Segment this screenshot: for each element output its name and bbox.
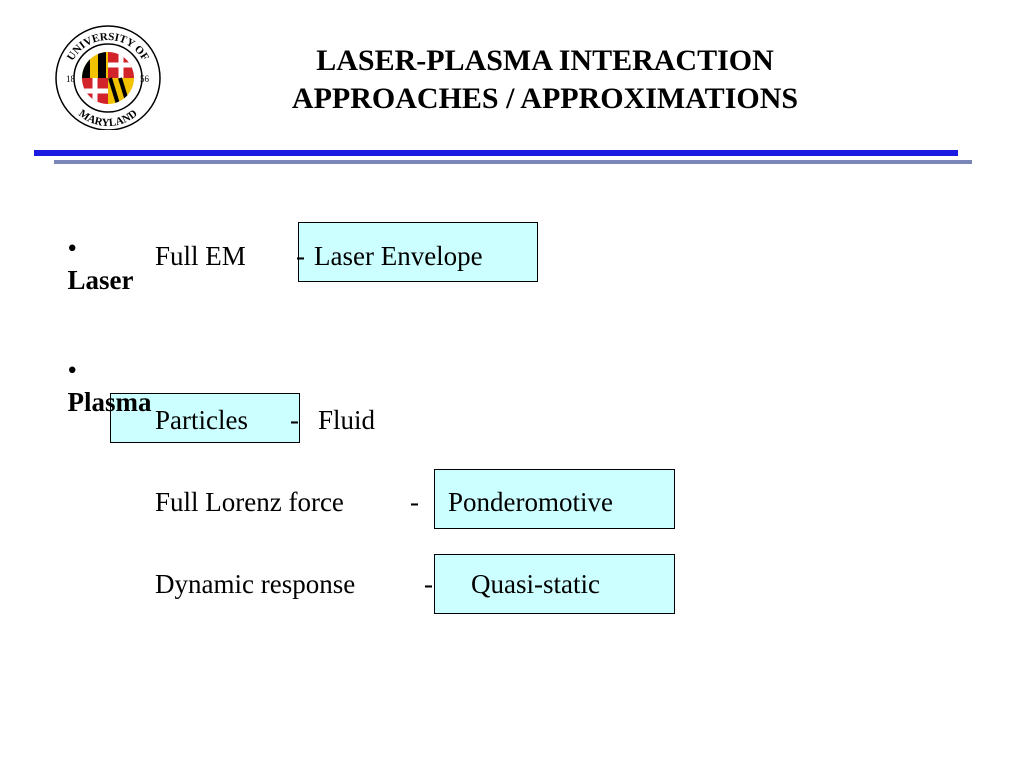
plasma-row-1-right: Fluid (318, 405, 376, 435)
bullet-glyph: • (67, 233, 77, 263)
plasma-row-2-separator: - (410, 487, 419, 517)
section-heading-laser: Laser (67, 265, 134, 295)
slide-title-line-1: LASER-PLASMA INTERACTION (316, 44, 774, 77)
plasma-row-2-right: Ponderomotive (448, 487, 613, 517)
highlight-box-ponderomotive (434, 469, 675, 529)
plasma-row-1-left: Particles (155, 405, 248, 435)
seal-year-left: 18 (66, 74, 76, 84)
plasma-row-3-right: Quasi-static (471, 569, 600, 599)
highlight-box-laser-envelope (298, 222, 538, 282)
plasma-row-3-left: Dynamic response (155, 569, 356, 599)
bullet-laser: • Laser (54, 200, 134, 296)
plasma-row-1-separator: - (290, 405, 299, 435)
plasma-row-3-separator: - (424, 569, 433, 599)
slide-title-line-2: APPROACHES / APPROXIMATIONS (291, 82, 799, 115)
plasma-row-2-left: Full Lorenz force (155, 487, 344, 517)
title-rule-sub (54, 160, 972, 164)
section-heading-plasma: Plasma (67, 387, 152, 417)
highlight-box-particles (110, 393, 300, 443)
highlight-box-quasi-static (434, 554, 675, 614)
seal-year-right: 56 (140, 74, 150, 84)
laser-row-separator: - (296, 241, 305, 271)
bullet-glyph: • (67, 355, 77, 385)
laser-row-left: Full EM (155, 241, 246, 271)
title-rule-main (34, 150, 958, 156)
university-of-maryland-seal-icon: UNIVERSITY OF MARYLAND 18 56 (55, 25, 161, 130)
slide-title: LASER-PLASMA INTERACTION APPROACHES / AP… (200, 42, 890, 118)
laser-row-right: Laser Envelope (314, 241, 483, 271)
bullet-plasma: • Plasma (54, 322, 152, 418)
